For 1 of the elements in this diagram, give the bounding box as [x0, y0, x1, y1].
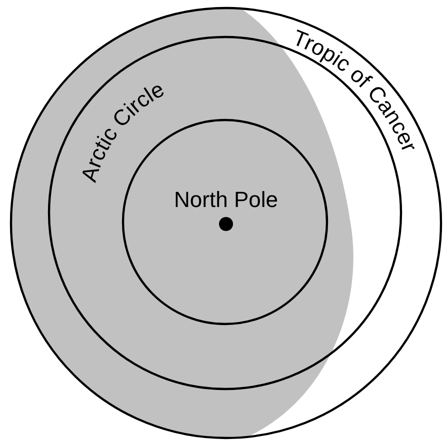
latitude-label: North Pole — [174, 187, 278, 212]
